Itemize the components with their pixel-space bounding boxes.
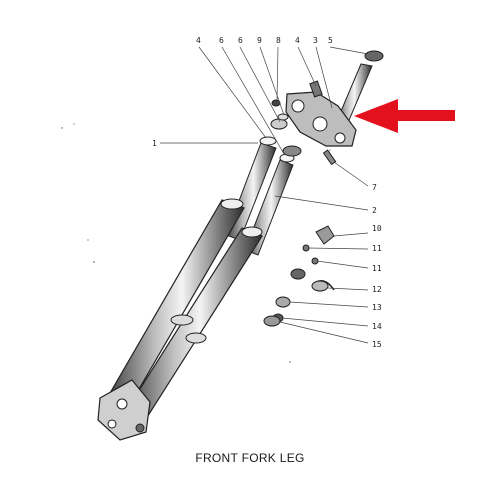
right-tube-mid-band — [185, 332, 207, 344]
callout-side-1: 1 — [152, 139, 157, 148]
stem-top-nut — [364, 50, 384, 62]
part-10-bracket — [315, 225, 335, 245]
yoke-hole-right — [334, 132, 346, 144]
red-arrow-icon — [354, 99, 455, 133]
top-callouts: 4 6 6 9 8 4 3 5 — [196, 36, 333, 45]
callout-top-5: 8 — [276, 36, 281, 45]
part-13-disc — [275, 296, 291, 308]
part-15-washer — [263, 315, 281, 327]
drain-bolt — [322, 149, 337, 166]
callout-top-4: 9 — [257, 36, 262, 45]
callout-top-7: 3 — [313, 36, 318, 45]
callout-side-9: 14 — [372, 322, 382, 331]
axle-lug-bolt — [116, 398, 128, 410]
callout-top-6: 4 — [295, 36, 300, 45]
steering-yoke-assembly — [270, 50, 384, 166]
callout-side-2: 7 — [372, 183, 377, 192]
leader-lines — [160, 46, 369, 344]
clamp-seal — [282, 145, 302, 157]
fork-tubes — [97, 136, 295, 441]
pinch-bolt — [309, 80, 323, 98]
scan-specks — [61, 123, 331, 363]
side-callouts: 1 7 2 10 11 11 12 13 14 15 — [152, 139, 382, 349]
callout-side-3: 2 — [372, 206, 377, 215]
axle-lug-bolt-lower — [107, 419, 117, 429]
callout-side-5: 11 — [372, 244, 382, 253]
left-tube-collar — [220, 198, 244, 210]
diagram-caption: FRONT FORK LEG — [195, 451, 305, 465]
callout-top-8: 5 — [328, 36, 333, 45]
left-lower-leg — [105, 199, 245, 409]
axle-lug-nut — [135, 423, 145, 433]
callout-side-8: 13 — [372, 303, 382, 312]
callout-side-10: 15 — [372, 340, 382, 349]
callout-top-1: 4 — [196, 36, 201, 45]
part-12-clip — [290, 268, 306, 280]
left-tube-mid-band — [170, 314, 194, 326]
callout-top-2: 6 — [219, 36, 224, 45]
callout-top-3: 6 — [238, 36, 243, 45]
part-12-plate — [311, 280, 329, 292]
oil-seal — [277, 113, 289, 121]
yoke-hole-center — [312, 116, 328, 132]
callout-side-6: 11 — [372, 264, 382, 273]
left-tube-top-cap — [259, 136, 277, 146]
callout-side-4: 10 — [372, 224, 382, 233]
right-tube-collar — [241, 226, 263, 238]
yoke-hole-left — [291, 99, 305, 113]
small-parts-column — [263, 225, 335, 327]
red-pointer-arrow — [354, 99, 455, 133]
callout-side-7: 12 — [372, 285, 382, 294]
